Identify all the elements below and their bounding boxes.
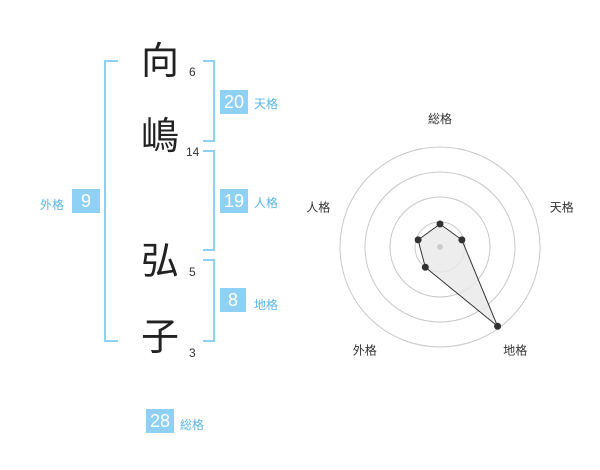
radar-ring-3 [364,171,516,323]
radar-point-1 [436,220,444,228]
stroke-count-3: 5 [189,265,196,279]
stroke-count-1: 6 [189,65,196,79]
radar-axis-label-1: 総格 [428,111,452,126]
radar-axis-label-2: 天格 [550,199,574,214]
soukaku-value: 28 [146,409,174,433]
gaikaku-value: 9 [72,189,100,213]
stroke-count-4: 3 [189,346,196,360]
radar-axis-label-3: 地格 [503,343,527,358]
jinkaku-bracket [203,150,215,251]
name-char-2: 嶋 [141,114,180,158]
name-char-4: 子 [141,315,180,359]
jinkaku-value: 19 [220,189,248,213]
radar-point-5 [414,236,422,244]
radar-point-4 [421,263,429,271]
radar-ring-4 [339,146,541,348]
stroke-count-2: 14 [186,145,200,159]
radar-ring-2 [389,196,491,298]
chikaku-bracket [203,259,215,342]
tenkaku-bracket [203,60,215,142]
radar-axis-label-5: 人格 [306,199,330,214]
chikaku-value: 8 [220,288,246,312]
name-char-1: 向 [141,39,180,83]
radar-center-dot [437,244,443,250]
radar-axis-label-4: 外格 [353,343,377,358]
tenkaku-label: 天格 [254,97,279,111]
soukaku-label: 総格 [180,418,205,432]
radar-point-3 [494,322,502,330]
name-char-3: 弘 [141,239,180,283]
gaikaku-label: 外格 [40,198,65,212]
jinkaku-label: 人格 [254,196,279,210]
radar-point-2 [458,236,466,244]
tenkaku-value: 20 [220,90,248,114]
chikaku-label: 地格 [254,298,279,312]
gaikaku-bracket [104,60,118,342]
radar-data-polygon [417,223,499,327]
